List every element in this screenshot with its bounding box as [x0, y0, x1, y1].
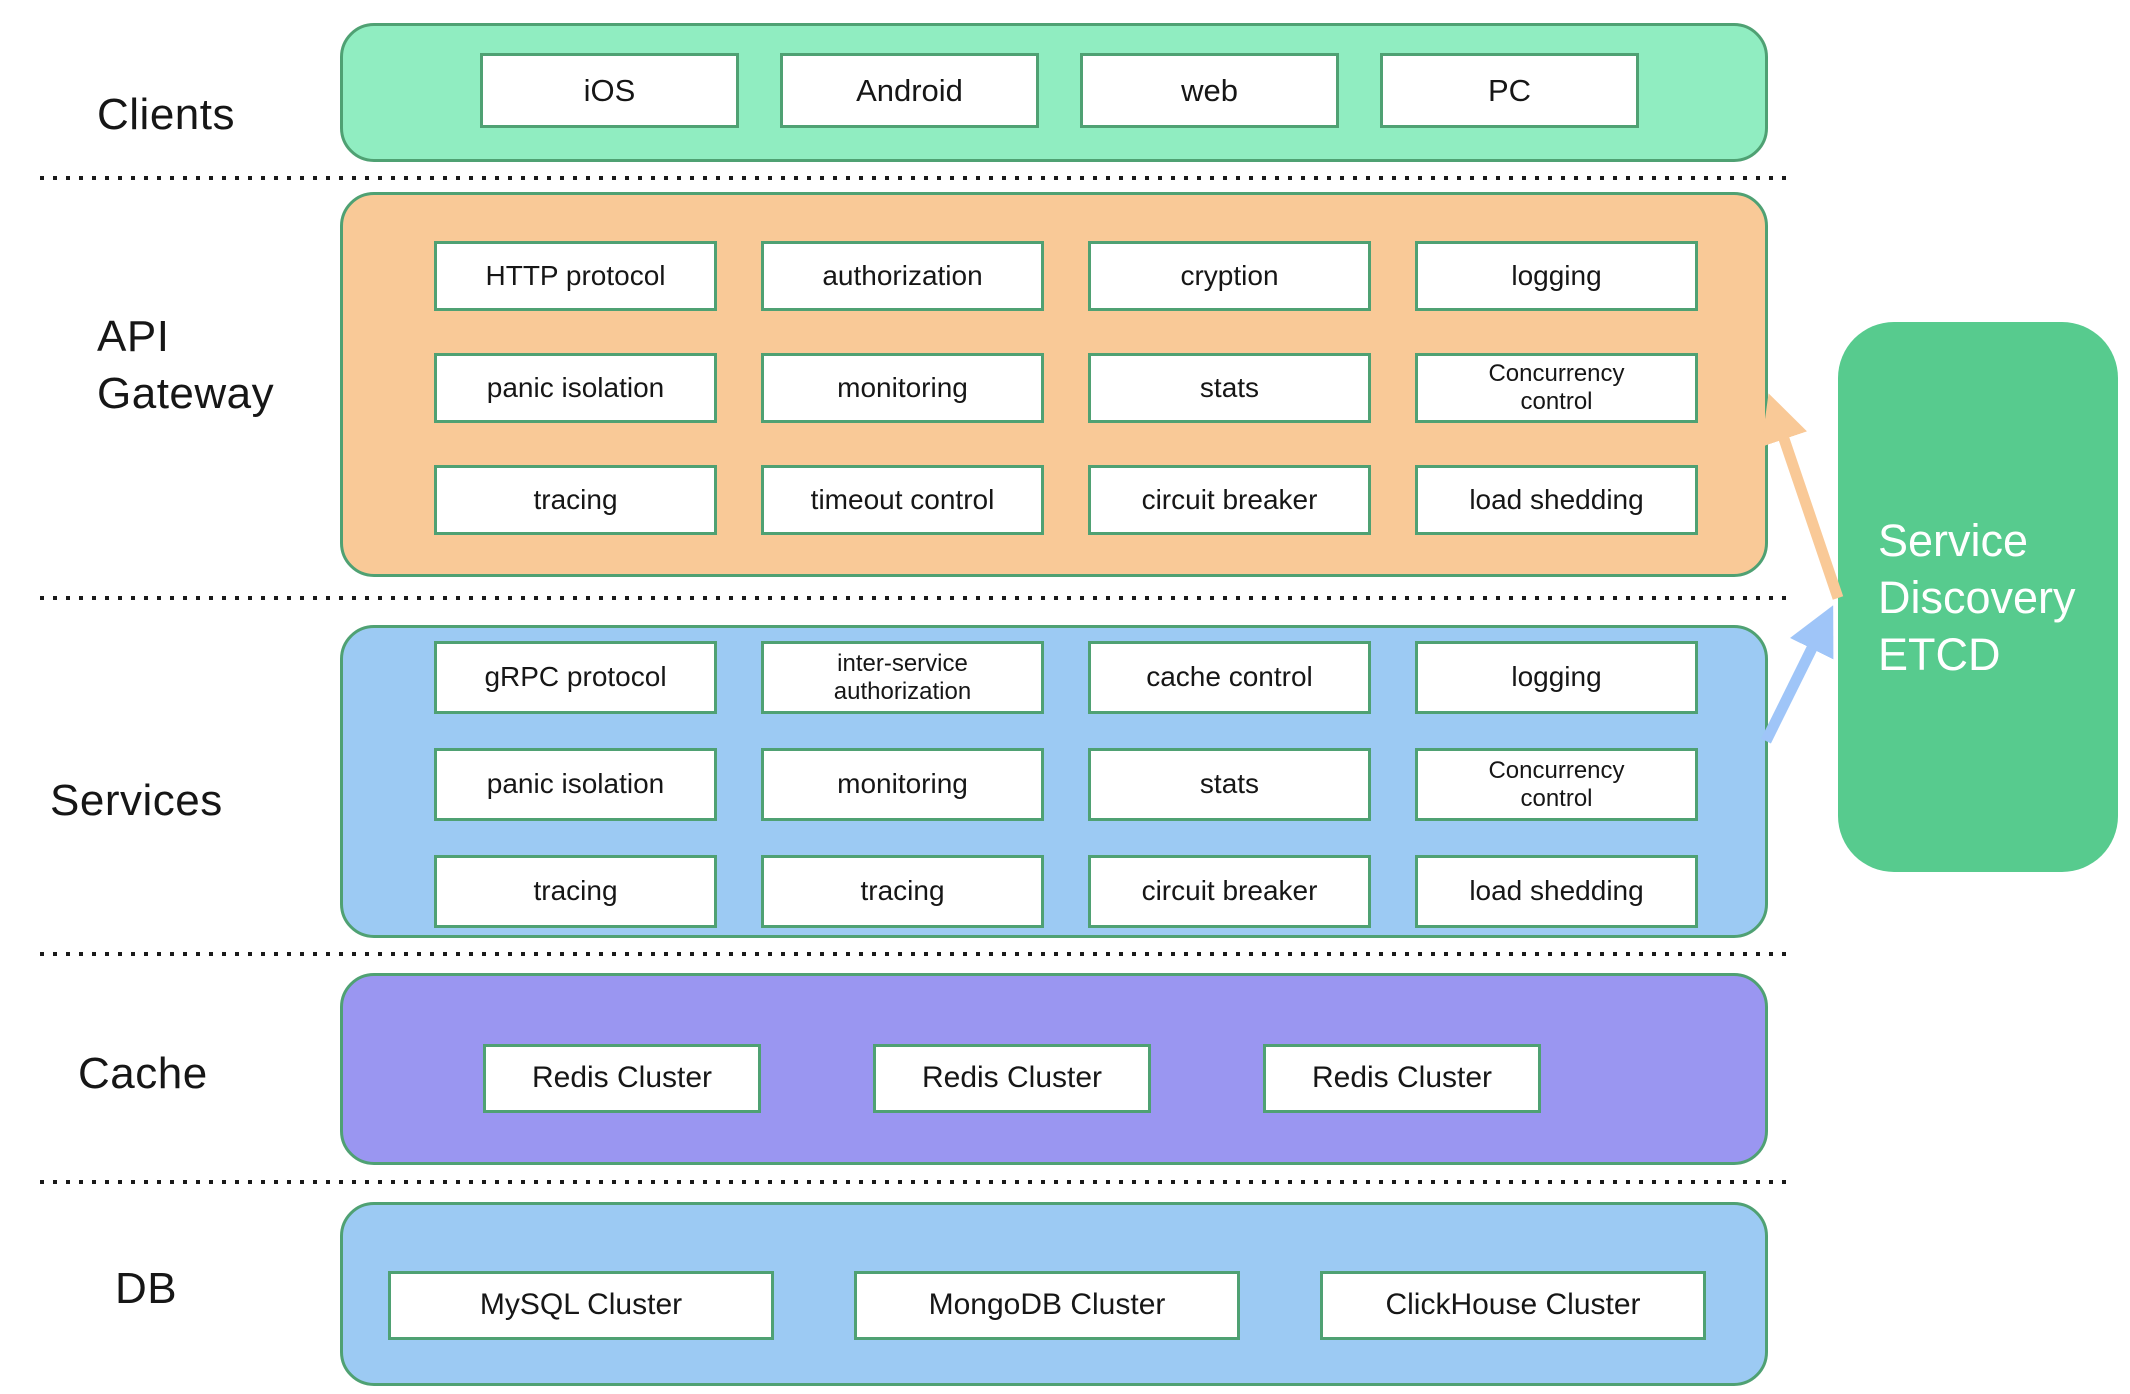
box-load-shedding: load shedding [1415, 465, 1698, 535]
service-discovery-line: Discovery [1878, 571, 2076, 623]
row-label-api-gateway: API Gateway [97, 312, 275, 418]
box-logging: logging [1415, 241, 1698, 311]
box-monitoring: monitoring [761, 748, 1044, 821]
dotted-separator [40, 1180, 1790, 1184]
box-clickhouse-cluster: ClickHouse Cluster [1320, 1271, 1706, 1340]
box-row: tracing timeout control circuit breaker loa… [434, 465, 1698, 535]
box-authorization: authorization [761, 241, 1044, 311]
box-row: gRPC protocol inter-service authorization… [434, 641, 1698, 714]
box-row: tracing tracing circuit breaker load sheddi… [434, 855, 1698, 928]
box-redis-cluster: Redis Cluster [873, 1044, 1151, 1113]
box-http-protocol: HTTP protocol [434, 241, 717, 311]
box-load-shedding: load shedding [1415, 855, 1698, 928]
box-stats: stats [1088, 748, 1371, 821]
box-mongodb-cluster: MongoDB Cluster [854, 1271, 1240, 1340]
cache-band: Redis Cluster Redis Cluster Redis Cluster [340, 973, 1768, 1165]
clients-band: iOS Android web PC [340, 23, 1768, 162]
service-discovery-line: ETCD [1878, 628, 2001, 680]
box-inter-service-authorization: inter-service authorization [761, 641, 1044, 714]
service-discovery-line: Service [1878, 514, 2029, 566]
box-redis-cluster: Redis Cluster [1263, 1044, 1541, 1113]
box-row: MySQL Cluster MongoDB Cluster ClickHouse C… [388, 1271, 1706, 1340]
box-panic-isolation: panic isolation [434, 748, 717, 821]
service-discovery-etcd-box: Service Discovery ETCD [1838, 322, 2118, 872]
row-label-services: Services [50, 776, 223, 825]
box-redis-cluster: Redis Cluster [483, 1044, 761, 1113]
db-band: MySQL Cluster MongoDB Cluster ClickHouse C… [340, 1202, 1768, 1386]
box-panic-isolation: panic isolation [434, 353, 717, 423]
dotted-separator [40, 596, 1790, 600]
box-circuit-breaker: circuit breaker [1088, 855, 1371, 928]
box-monitoring: monitoring [761, 353, 1044, 423]
box-row: panic isolation monitoring stats Concurrenc… [434, 353, 1698, 423]
box-row: iOS Android web PC [480, 53, 1639, 128]
box-timeout-control: timeout control [761, 465, 1044, 535]
box-cryption: cryption [1088, 241, 1371, 311]
box-concurrency-control: Concurrency control [1415, 748, 1698, 821]
box-cache-control: cache control [1088, 641, 1371, 714]
box-pc: PC [1380, 53, 1639, 128]
box-row: Redis Cluster Redis Cluster Redis Cluster [483, 1044, 1541, 1113]
arrow-etcd-to-gateway [1761, 393, 1844, 600]
box-web: web [1080, 53, 1339, 128]
box-logging: logging [1415, 641, 1698, 714]
box-grpc-protocol: gRPC protocol [434, 641, 717, 714]
box-mysql-cluster: MySQL Cluster [388, 1271, 774, 1340]
box-android: Android [780, 53, 1039, 128]
box-row: HTTP protocol authorization cryption loggin… [434, 241, 1698, 311]
box-circuit-breaker: circuit breaker [1088, 465, 1371, 535]
row-label-clients: Clients [97, 90, 235, 139]
box-tracing: tracing [761, 855, 1044, 928]
box-tracing: tracing [434, 465, 717, 535]
box-ios: iOS [480, 53, 739, 128]
row-label-db: DB [115, 1264, 178, 1313]
dotted-separator [40, 952, 1790, 956]
arrow-services-to-etcd [1761, 605, 1834, 744]
row-label-cache: Cache [78, 1049, 208, 1098]
box-concurrency-control: Concurrency control [1415, 353, 1698, 423]
api-gateway-band: HTTP protocol authorization cryption loggin… [340, 192, 1768, 577]
box-stats: stats [1088, 353, 1371, 423]
box-tracing: tracing [434, 855, 717, 928]
box-row: panic isolation monitoring stats Concurrenc… [434, 748, 1698, 821]
dotted-separator [40, 176, 1790, 180]
services-band: gRPC protocol inter-service authorization… [340, 625, 1768, 938]
